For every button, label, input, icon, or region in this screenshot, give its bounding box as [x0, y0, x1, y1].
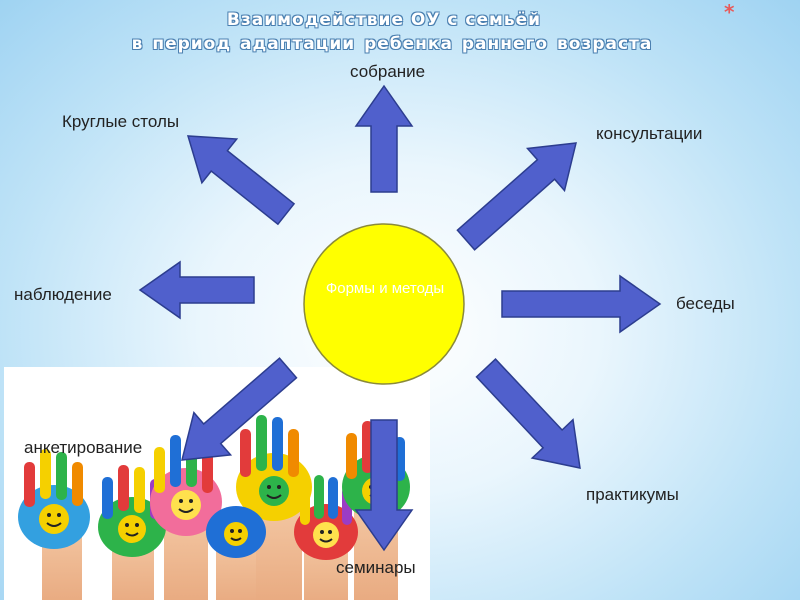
painted-hands-image [4, 367, 430, 600]
arrow-conversations [501, 274, 662, 334]
arrow-consultations [456, 142, 577, 251]
arrow-workshops [475, 358, 581, 469]
title-line-1: Взаимодействие ОУ с семьёй [226, 10, 542, 30]
arrow-round-tables [186, 135, 296, 226]
branch-label-workshops: практикумы [586, 485, 679, 504]
arrow-seminars [354, 419, 414, 552]
center-circle [303, 223, 465, 385]
asterisk-mark: * [724, 0, 735, 24]
arrow-surveys [181, 357, 298, 461]
branch-label-surveys: анкетирование [24, 438, 143, 457]
branch-label-round-tables: Круглые столы [62, 112, 180, 131]
branch-label-seminars: семинары [336, 558, 416, 577]
arrow-observation [138, 260, 255, 320]
branch-label-meeting: собрание [350, 62, 426, 81]
branch-label-observation: наблюдение [14, 285, 112, 304]
title-line-2: в период адаптации ребенка раннего возра… [131, 34, 653, 54]
branch-label-conversations: беседы [676, 294, 735, 313]
center-label: Формы и методы [325, 280, 445, 297]
arrow-meeting [354, 84, 414, 193]
branch-label-consultations: консультации [596, 124, 703, 143]
